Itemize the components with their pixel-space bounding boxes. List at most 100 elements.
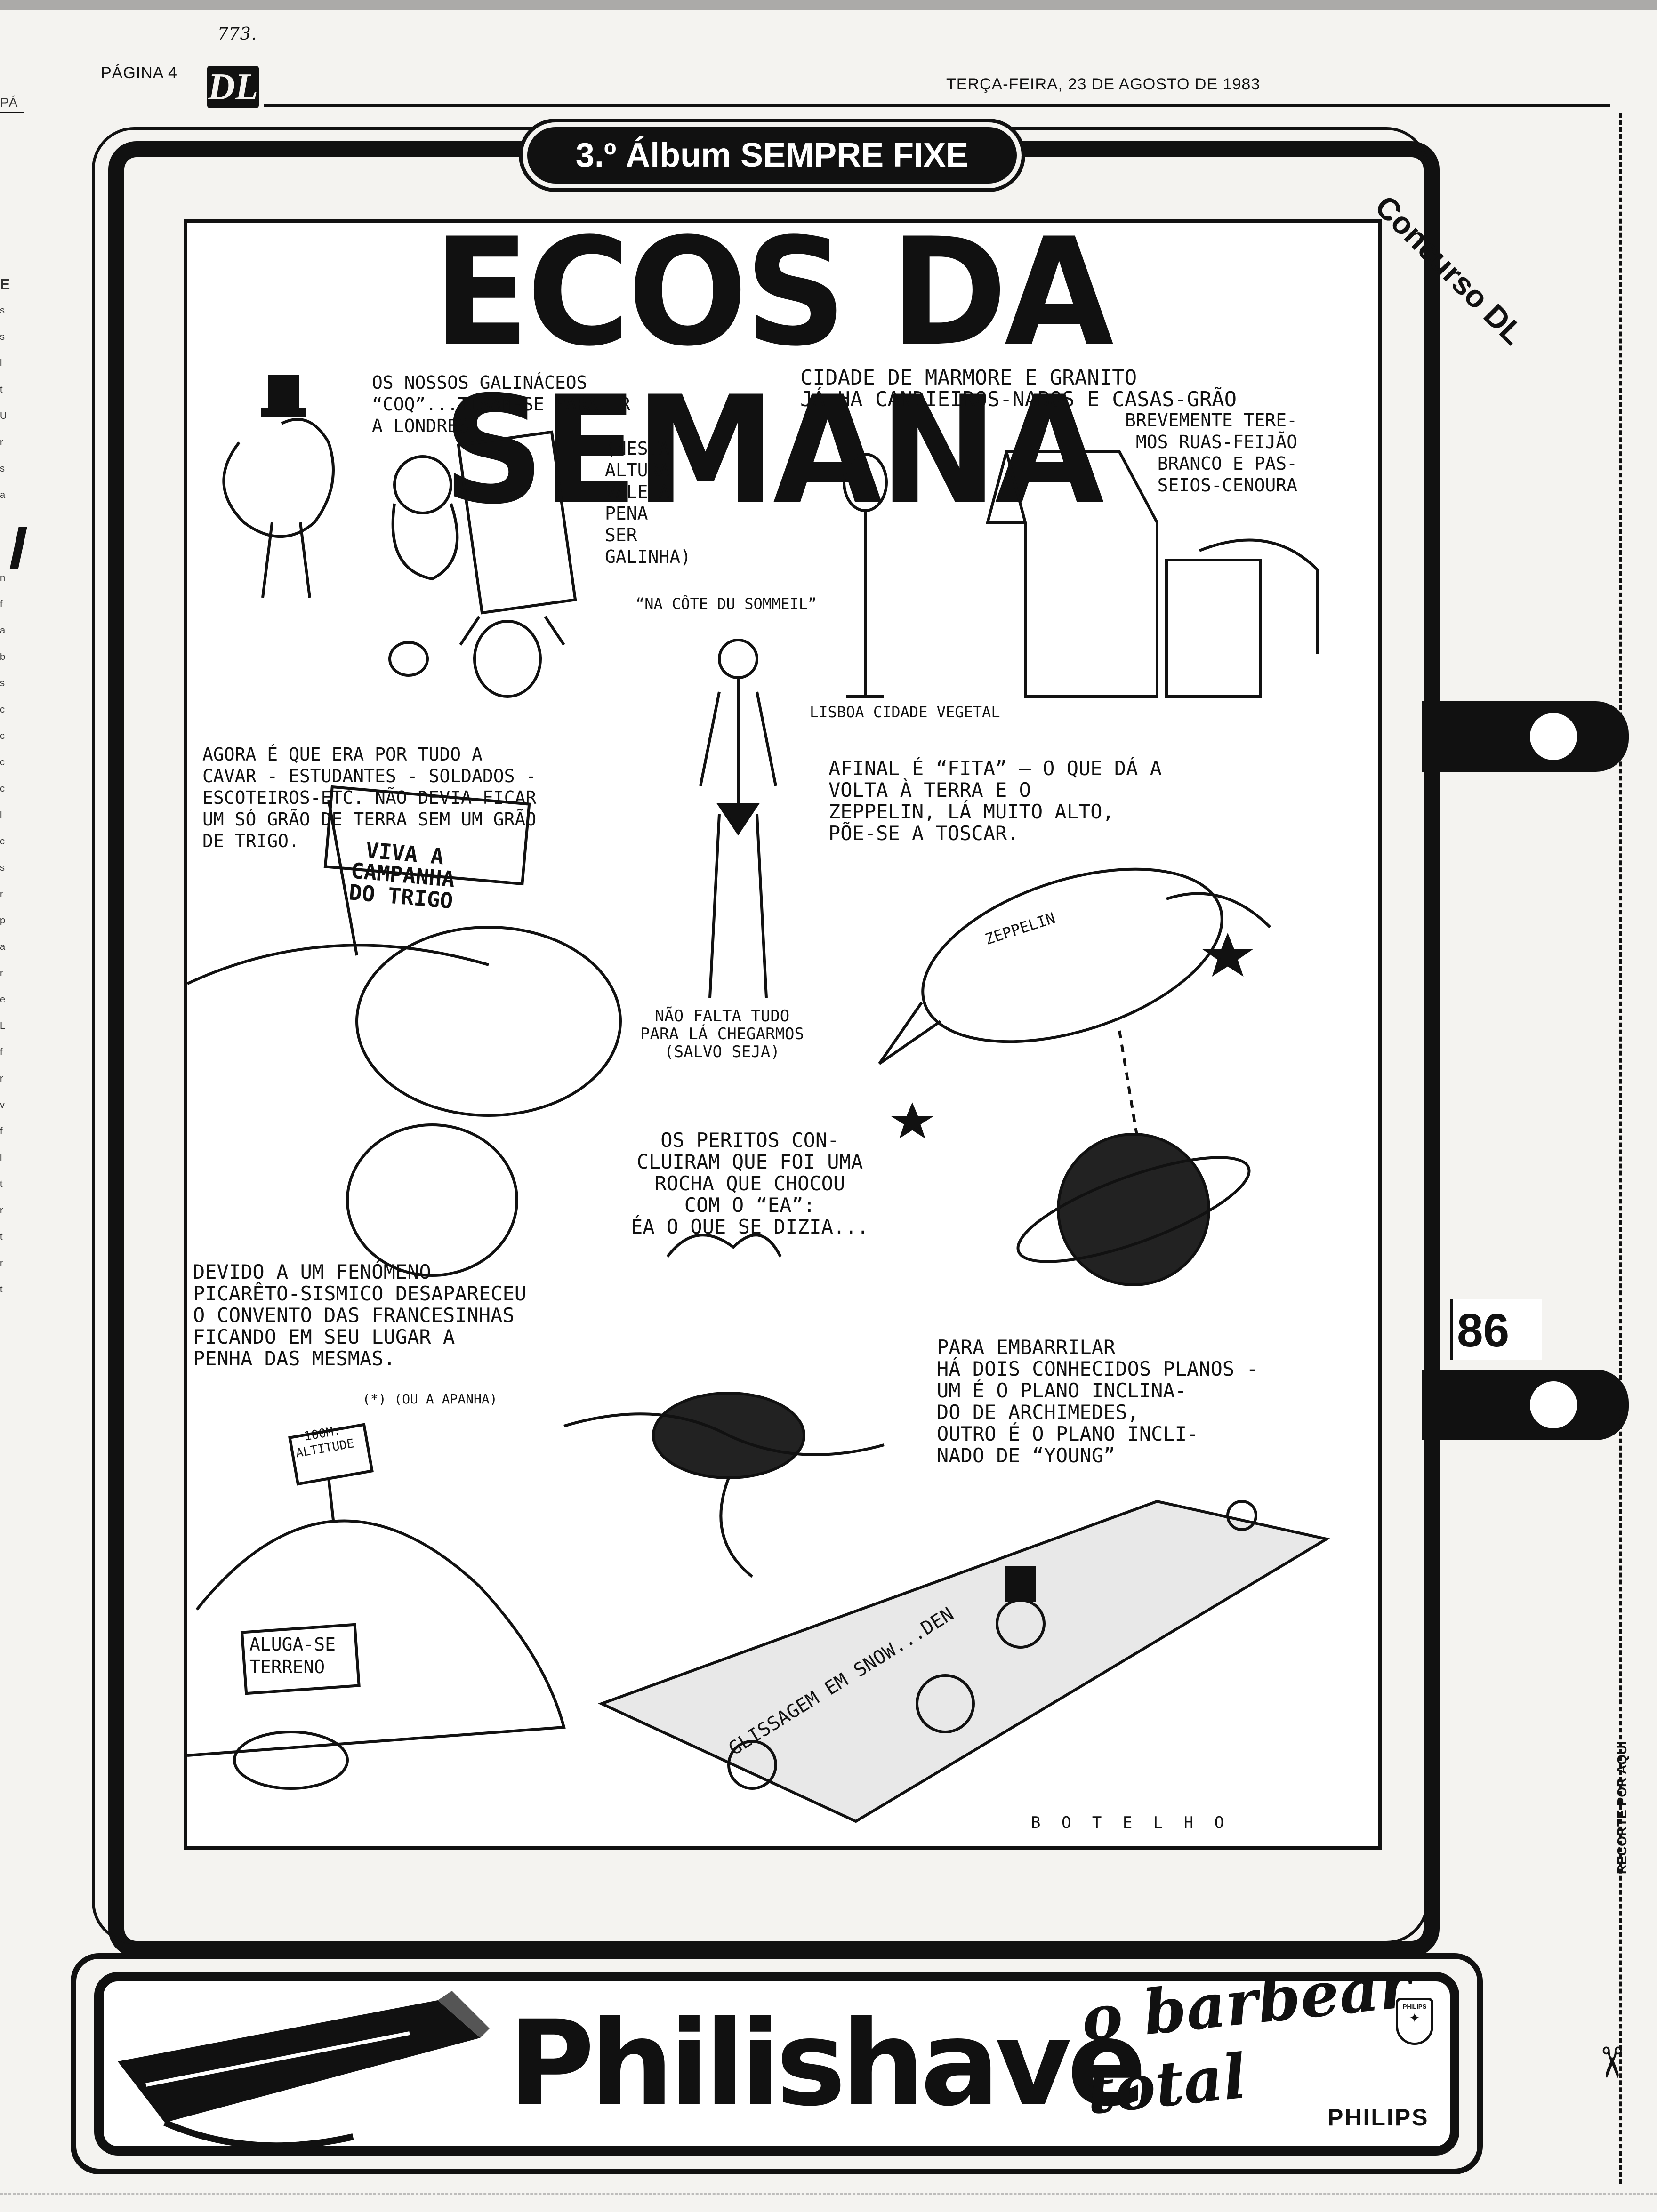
margin-fragment-29: r: [0, 1074, 3, 1084]
margin-fragment-0: PÁ: [0, 95, 18, 110]
caption-chegarmos: NÃO FALTA TUDO PARA LÁ CHEGARMOS (SALVO …: [640, 1007, 804, 1061]
philips-stars-icon: ✦: [1409, 2011, 1420, 2025]
star-drawing-2: [890, 1102, 934, 1139]
advert-brand: Philishave: [508, 1995, 1147, 2132]
margin-fragment-31: f: [0, 1126, 3, 1137]
left-margin-column: PÁ E s s l t U r s a n f a b s c c c c l…: [0, 89, 24, 1313]
margin-fragment-21: s: [0, 863, 5, 873]
margin-fragment-28: f: [0, 1047, 3, 1058]
margin-fragment-37: t: [0, 1284, 3, 1295]
top-scan-edge: [0, 0, 1657, 10]
shaver-head: [438, 1991, 490, 2038]
binder-tab-lower: [1422, 1370, 1629, 1440]
caption-roosters-aside: (NESTA ALTURA VALE A PENA SER GALINHA): [605, 438, 692, 567]
cut-label: RECORTE POR AQUI: [1615, 1741, 1629, 1875]
page-number: 86: [1457, 1304, 1510, 1357]
margin-fragment-26: e: [0, 994, 6, 1005]
lamp-post-drawing: [843, 453, 888, 698]
margin-fragment-30: v: [0, 1100, 5, 1110]
margin-fragment-13: b: [0, 652, 6, 662]
album-badge: 3.º Álbum SEMPRE FIXE: [519, 119, 1025, 192]
margin-rule: [0, 112, 24, 113]
margin-fragment-14: s: [0, 678, 5, 689]
caption-peritos: OS PERITOS CON- CLUIRAM QUE FOI UMA ROCH…: [631, 1129, 869, 1238]
caption-lisboa: LISBOA CIDADE VEGETAL: [810, 703, 1000, 721]
margin-fragment-6: U: [0, 411, 7, 421]
building-drawing: [986, 450, 1319, 698]
margin-fragment-27: L: [0, 1021, 6, 1031]
margin-fragment-33: t: [0, 1179, 3, 1189]
handwritten-number: 773.: [217, 24, 257, 44]
star-drawing: [1202, 932, 1253, 977]
margin-fragment-7: r: [0, 437, 3, 448]
rooster-drawing: [222, 375, 459, 598]
advert-outer-border: [71, 1953, 1483, 2174]
margin-fragment-15: c: [0, 705, 5, 715]
margin-fragment-19: l: [0, 810, 2, 820]
margin-fragment-1: E: [0, 276, 10, 293]
margin-fragment-2: s: [0, 305, 5, 316]
advert-maker: PHILIPS: [1327, 2104, 1429, 2131]
scissors-icon: ✂: [1587, 2044, 1635, 2081]
masthead-logo: DL: [207, 66, 259, 108]
caption-zeppelin: AFINAL É “FITA” — O QUE DÁ A VOLTA À TER…: [828, 757, 1162, 845]
caption-convento: DEVIDO A UM FENÓMENO PICARÊTO-SISMICO DE…: [193, 1260, 527, 1370]
page-date: TERÇA-FEIRA, 23 DE AGOSTO DE 1983: [946, 75, 1261, 93]
page-number-box: [1450, 1299, 1542, 1360]
shaver-illustration: [118, 1991, 490, 2149]
caption-trigo: AGORA É QUE ERA POR TUDO A CAVAR - ESTUD…: [202, 744, 537, 851]
bottom-scan-edge: [0, 2193, 1657, 2209]
margin-fragment-3: s: [0, 332, 5, 342]
margin-fragment-9: a: [0, 490, 6, 500]
ski-slope-drawing: [598, 1499, 1330, 1823]
explosion-drawing: [563, 1234, 885, 1578]
caption-city: CIDADE DE MARMORE E GRANITO JÁ HA CANDIE…: [800, 366, 1237, 411]
margin-fragment-20: c: [0, 836, 5, 847]
hen-drawing: [473, 620, 542, 698]
shaver-body: [118, 2000, 480, 2123]
caption-sommeil: “NA CÔTE DU SOMMEIL”: [635, 595, 817, 613]
margin-fragment-12: a: [0, 625, 6, 636]
margin-fragment-8: s: [0, 464, 5, 474]
binder-hole-lower: [1530, 1381, 1577, 1428]
margin-fragment-18: c: [0, 784, 5, 794]
margin-fragment-35: t: [0, 1232, 3, 1242]
caption-banner: VIVA A CAMPANHA DO TRIGO: [348, 837, 456, 914]
mirror-drawing: [457, 430, 577, 646]
caption-convento-note: (*) (OU A APANHA): [362, 1391, 498, 1407]
hill-drawing: [187, 1423, 566, 1790]
margin-fragment-10: n: [0, 573, 6, 583]
shaver-highlight: [145, 2031, 410, 2087]
shaver-cord: [163, 2119, 354, 2149]
planet-drawing: [1016, 1133, 1251, 1286]
caption-embarrilar: PARA EMBARRILAR HÁ DOIS CONHECIDOS PLANO…: [937, 1336, 1258, 1467]
binder-hole-upper: [1530, 713, 1577, 760]
header-rule: [264, 104, 1610, 107]
margin-fragment-11: f: [0, 599, 3, 609]
chick-drawing: [388, 641, 429, 677]
cut-dashed-line: [1619, 113, 1622, 2184]
margin-fragment-5: t: [0, 385, 3, 395]
margin-fragment-34: r: [0, 1205, 3, 1216]
caption-city-more: BREVEMENTE TERE- MOS RUAS-FEIJÃO BRANCO …: [1125, 410, 1298, 496]
binder-tab-upper: [1422, 701, 1629, 772]
philips-shield-icon: PHILIPS ✦: [1396, 1998, 1433, 2045]
margin-fragment-4: l: [0, 358, 2, 369]
margin-fragment-23: p: [0, 915, 6, 926]
page-label: PÁGINA 4: [101, 64, 177, 82]
sign-aluga-terreno: ALUGA-SE TERRENO: [249, 1634, 336, 1677]
artist-signature: B O T E L H O: [1031, 1813, 1230, 1832]
comic-illustrations: [187, 375, 1330, 1823]
margin-fragment-36: r: [0, 1258, 3, 1268]
margin-fragment-32: l: [0, 1153, 2, 1163]
margin-fragment-24: a: [0, 942, 6, 952]
margin-fragment-25: r: [0, 968, 3, 978]
margin-fragment-16: c: [0, 731, 5, 741]
margin-fragment-22: r: [0, 889, 3, 899]
caption-roosters: OS NOSSOS GALINÁCEOS “COQ”...TISAM-SE PA…: [372, 372, 631, 436]
zeppelin-drawing: [878, 867, 1271, 1144]
marching-crowd-drawing: [187, 785, 622, 1277]
bathing-woman-drawing: [699, 639, 777, 998]
margin-fragment-17: c: [0, 757, 5, 768]
philips-shield-text: PHILIPS: [1402, 2003, 1427, 2010]
